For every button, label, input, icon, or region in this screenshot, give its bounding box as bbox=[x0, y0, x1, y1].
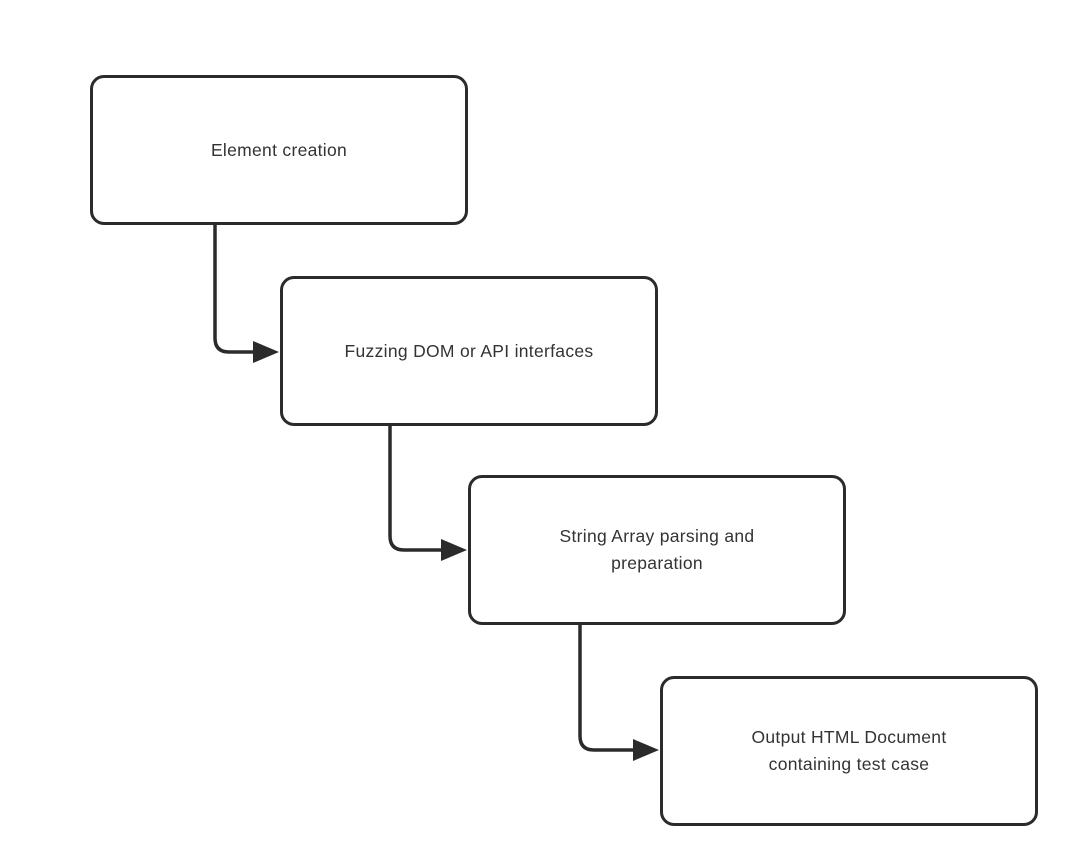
node-fuzzing-interfaces: Fuzzing DOM or API interfaces bbox=[280, 276, 658, 426]
node-label: Output HTML Document containing test cas… bbox=[751, 727, 947, 774]
node-label: Fuzzing DOM or API interfaces bbox=[344, 340, 594, 361]
connector-element-creation-to-fuzzing bbox=[213, 225, 279, 363]
node-element-creation: Element creation bbox=[90, 75, 468, 225]
node-output-html-document: Output HTML Document containing test cas… bbox=[660, 676, 1038, 826]
arrowhead-icon bbox=[633, 739, 659, 761]
node-label: Element creation bbox=[210, 139, 348, 160]
connector-fuzzing-to-string-array bbox=[388, 426, 467, 561]
arrowhead-icon bbox=[253, 341, 279, 363]
connector-string-array-to-output bbox=[578, 625, 659, 761]
arrowhead-icon bbox=[441, 539, 467, 561]
node-string-array-parsing: String Array parsing and preparation bbox=[468, 475, 846, 625]
node-label: String Array parsing and preparation bbox=[559, 526, 755, 573]
